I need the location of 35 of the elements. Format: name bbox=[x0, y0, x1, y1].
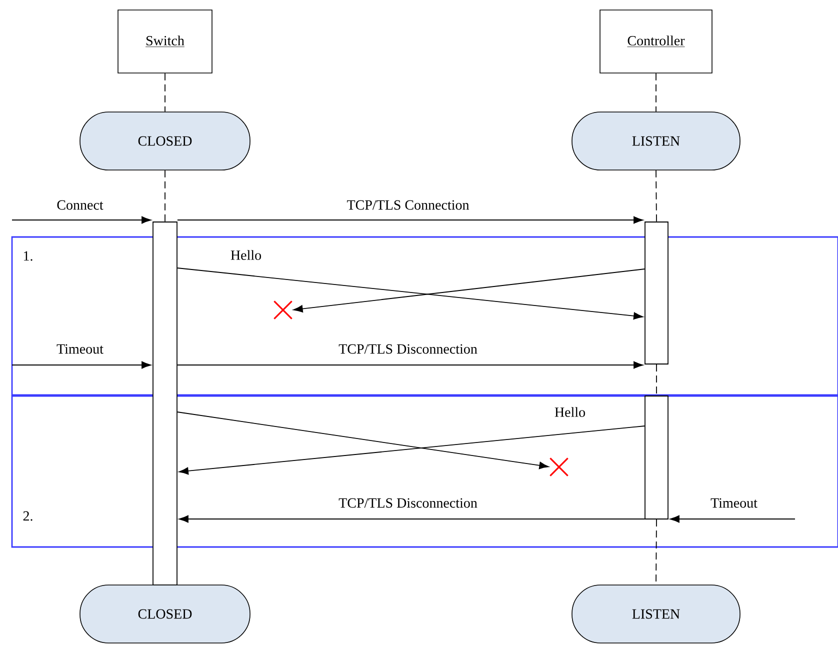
lifeline bbox=[164, 170, 166, 222]
edge-label: Timeout bbox=[56, 343, 104, 355]
edge-label: Hello bbox=[229, 249, 263, 261]
lost-message-cross bbox=[549, 457, 569, 477]
lifeline bbox=[656, 170, 657, 222]
participant-box: Controller bbox=[600, 10, 712, 74]
edge-label: Timeout bbox=[710, 497, 758, 509]
participant-box: Switch bbox=[118, 10, 212, 74]
message-arrow bbox=[178, 426, 645, 475]
activation-bar bbox=[644, 222, 668, 364]
edge-label: Hello bbox=[553, 406, 587, 418]
message-arrow bbox=[177, 361, 644, 369]
phase-number: 2. bbox=[23, 511, 32, 521]
edge-label: TCP/TLS Disconnection bbox=[338, 343, 478, 355]
lifeline bbox=[656, 364, 657, 396]
edge-label: Connect bbox=[56, 199, 104, 211]
lifeline bbox=[164, 72, 166, 112]
edge-label: TCP/TLS Connection bbox=[346, 199, 470, 211]
activation-bar bbox=[644, 396, 668, 520]
phase-number: 1. bbox=[24, 251, 32, 261]
message-arrow bbox=[12, 216, 152, 224]
lost-message-cross bbox=[273, 300, 293, 320]
edge-label: TCP/TLS Disconnection bbox=[338, 497, 478, 509]
activation-bar bbox=[152, 222, 178, 586]
state-pill: LISTEN bbox=[572, 112, 740, 170]
state-pill: LISTEN bbox=[572, 584, 740, 644]
message-arrow bbox=[670, 515, 796, 523]
state-pill: CLOSED bbox=[80, 584, 250, 644]
state-pill: CLOSED bbox=[80, 112, 250, 170]
message-arrow bbox=[177, 412, 549, 470]
message-arrow bbox=[178, 515, 645, 523]
message-arrow bbox=[293, 268, 645, 312]
message-arrow bbox=[177, 268, 644, 320]
message-arrow bbox=[12, 361, 152, 369]
message-arrow bbox=[177, 216, 644, 224]
